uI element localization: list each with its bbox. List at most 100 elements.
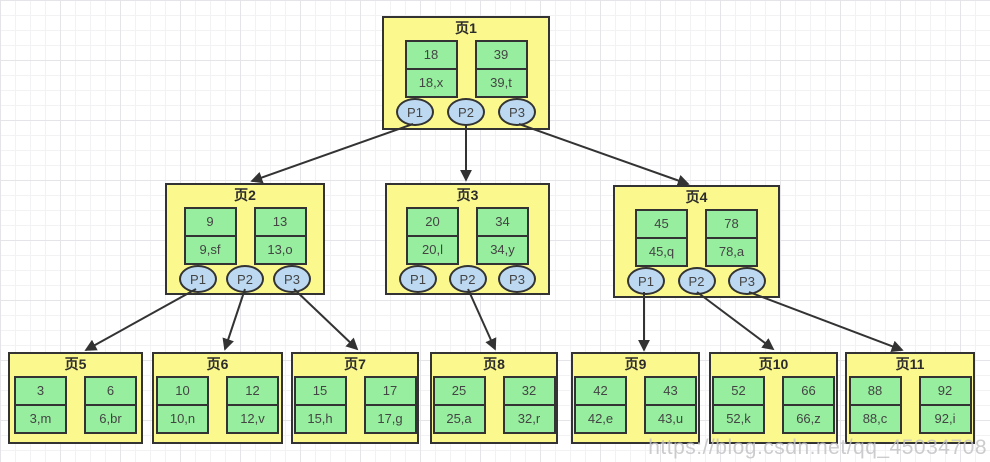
record-cell: 34 34,y [476,207,529,265]
pointer-row: P1 P2 P3 [384,98,548,126]
pointer-p2: P2 [226,265,264,293]
record-cell: 32 32,r [502,376,556,434]
node-title: 页6 [206,356,229,372]
record-cells: 20 20,l 34 34,y [406,207,529,265]
record-cell: 10 10,n [156,376,209,434]
cell-key: 9 [185,209,235,237]
edge-page1-p3-page4 [518,123,690,187]
pointer-row: P1 P2 P3 [387,265,548,293]
node-title: 页1 [455,20,477,36]
record-cell: 88 88,c [848,376,902,434]
node-page4: 页4 45 45,q 78 78,a P1 P2 P3 [613,185,780,298]
edge-page4-p3-page11 [748,291,904,352]
node-page8: 页8 25 25,a 32 32,r [430,352,558,444]
edge-page4-p2-page10 [696,291,775,351]
record-cell: 66 66,z [782,376,835,434]
edge-page1-p1-page2 [250,123,414,184]
cell-record: 52,k [726,411,751,426]
cell-record: 43,u [657,411,684,426]
cell-key: 39 [476,42,526,70]
node-page3: 页3 20 20,l 34 34,y P1 P2 P3 [385,183,550,295]
pointer-p3: P3 [498,265,536,293]
cell-key: 18 [406,42,456,70]
cell-key: 12 [228,378,277,406]
record-cell: 6 6,br [84,376,137,434]
cell-key: 17 [365,378,415,406]
cell-key: 10 [158,378,207,406]
record-cell: 15 15,h [293,376,347,434]
pointer-p1: P1 [627,267,665,295]
cell-record: 88,c [862,411,888,426]
record-cell: 25 25,a [432,376,486,434]
node-title: 页9 [624,356,647,372]
record-cells: 15 15,h 17 17,g [293,376,417,434]
pointer-p3: P3 [728,267,766,295]
cell-key: 25 [434,378,484,406]
record-cell: 92 92,i [918,376,972,434]
pointer-p2: P2 [677,267,716,295]
node-page6: 页6 10 10,n 12 12,v [152,352,283,444]
record-cell: 18 18,x [404,40,458,98]
record-cell: 78 78,a [705,209,758,267]
record-cells: 25 25,a 32 32,r [432,376,556,434]
cell-record: 20,l [422,242,443,257]
node-title: 页10 [758,356,789,372]
cell-record: 25,a [446,411,472,426]
edge-page2-p2-page6 [222,288,246,351]
node-title: 页3 [456,187,479,203]
node-title: 页8 [483,356,505,372]
node-page9: 页9 42 42,e 43 43,u [571,352,700,444]
pointer-p2: P2 [447,98,485,126]
cell-record: 42,e [587,411,614,426]
edge-page2-p1-page5 [84,288,197,351]
record-cell: 45 45,q [635,209,688,267]
node-title: 页5 [64,356,87,372]
record-cells: 42 42,e 43 43,u [574,376,697,434]
cell-key: 66 [784,378,833,406]
record-cell: 13 13,o [253,207,307,265]
record-cell: 9 9,sf [183,207,237,265]
cell-key: 20 [408,209,457,237]
record-cell: 12 12,v [226,376,279,434]
cell-key: 92 [920,378,970,406]
cell-record: 12,v [240,411,265,426]
cell-key: 34 [478,209,527,237]
record-cell: 52 52,k [712,376,765,434]
cell-key: 15 [295,378,345,406]
node-title: 页2 [234,187,256,203]
cell-record: 78,a [718,244,745,259]
cell-key: 32 [504,378,554,406]
edge-page3-p2-page8 [467,288,497,351]
cell-record: 45,q [648,244,675,259]
cell-key: 13 [255,209,305,237]
record-cell: 42 42,e [574,376,627,434]
cell-key: 3 [16,378,65,406]
record-cell: 20 20,l [406,207,459,265]
cell-record: 92,i [934,411,956,426]
cell-key: 43 [646,378,695,406]
cell-key: 45 [637,211,686,239]
node-title: 页11 [895,356,925,372]
pointer-p3: P3 [273,265,311,293]
node-page7: 页7 15 15,h 17 17,g [291,352,419,444]
cell-key: 42 [576,378,625,406]
cell-record: 10,n [169,411,196,426]
watermark: https://blog.csdn.net/qq_45034708 [648,436,987,459]
pointer-p1: P1 [399,265,437,293]
record-cell: 39 39,t [474,40,528,98]
pointer-p1: P1 [396,98,434,126]
cell-record: 39,t [490,75,512,90]
node-page2: 页2 9 9,sf 13 13,o P1 P2 P3 [165,183,325,295]
record-cells: 52 52,k 66 66,z [712,376,835,434]
cell-record: 6,br [99,411,122,426]
cell-record: 3,m [29,411,52,426]
cell-record: 18,x [418,75,444,90]
record-cells: 45 45,q 78 78,a [635,209,758,267]
edge-page2-p3-page7 [293,288,359,351]
record-cell: 43 43,u [644,376,697,434]
cell-record: 17,g [377,411,403,426]
cell-key: 6 [86,378,135,406]
node-page5: 页5 3 3,m 6 6,br [8,352,143,444]
cell-key: 52 [714,378,763,406]
